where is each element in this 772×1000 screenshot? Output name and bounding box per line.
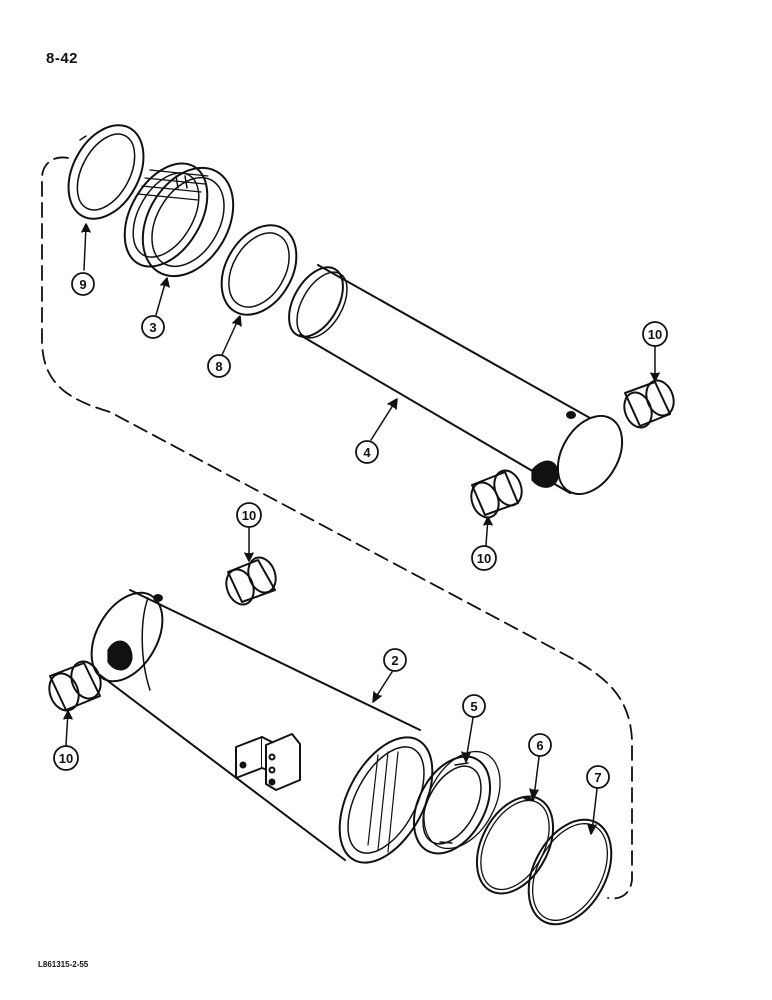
- callout-10-upper-left-label: 10: [242, 508, 256, 523]
- part-10-bushing-upper-left: [225, 556, 277, 606]
- callout-10-top-right-label: 10: [648, 327, 662, 342]
- group-dashed-line: [41, 156, 633, 900]
- page-number: 8-42: [46, 50, 79, 67]
- callout-7: 7: [586, 765, 610, 789]
- callout-6: 6: [528, 733, 552, 757]
- callout-10-lower-left: 10: [53, 745, 79, 771]
- callout-4-label: 4: [363, 445, 371, 460]
- part-7-o-ring: [527, 818, 613, 926]
- part-3-gland: [123, 162, 235, 278]
- callout-10-top-right: 10: [642, 321, 668, 347]
- part-5-bushing-ring: [412, 750, 501, 855]
- callout-3: 3: [141, 315, 165, 339]
- callout-9-label: 9: [79, 277, 86, 292]
- part-10-bushing-top-right: [623, 379, 675, 429]
- callout-3-label: 3: [149, 320, 156, 335]
- callout-10-upper-left: 10: [236, 502, 262, 528]
- callout-5-label: 5: [470, 699, 477, 714]
- figure-code: L861315-2-55: [38, 960, 89, 969]
- callout-2-label: 2: [391, 653, 398, 668]
- part-9-ring: [67, 124, 145, 220]
- part-6-snap-ring: [475, 795, 555, 895]
- callout-8: 8: [207, 354, 231, 378]
- part-2-barrel: [90, 589, 434, 864]
- callout-6-label: 6: [536, 738, 543, 753]
- callout-5: 5: [462, 694, 486, 718]
- part-4-rod: [288, 264, 624, 495]
- callout-10-mid-label: 10: [477, 551, 491, 566]
- callout-7-label: 7: [594, 770, 601, 785]
- part-10-bushing-lower-left: [48, 660, 102, 712]
- callout-10-lower-left-label: 10: [59, 751, 73, 766]
- part-8-ring: [220, 224, 298, 316]
- callout-2: 2: [383, 648, 407, 672]
- callout-9: 9: [71, 272, 95, 296]
- part-10-bushing-mid: [470, 469, 523, 519]
- leader-lines: [63, 223, 660, 835]
- callout-8-label: 8: [215, 359, 222, 374]
- callout-4: 4: [355, 440, 379, 464]
- callout-10-mid: 10: [471, 545, 497, 571]
